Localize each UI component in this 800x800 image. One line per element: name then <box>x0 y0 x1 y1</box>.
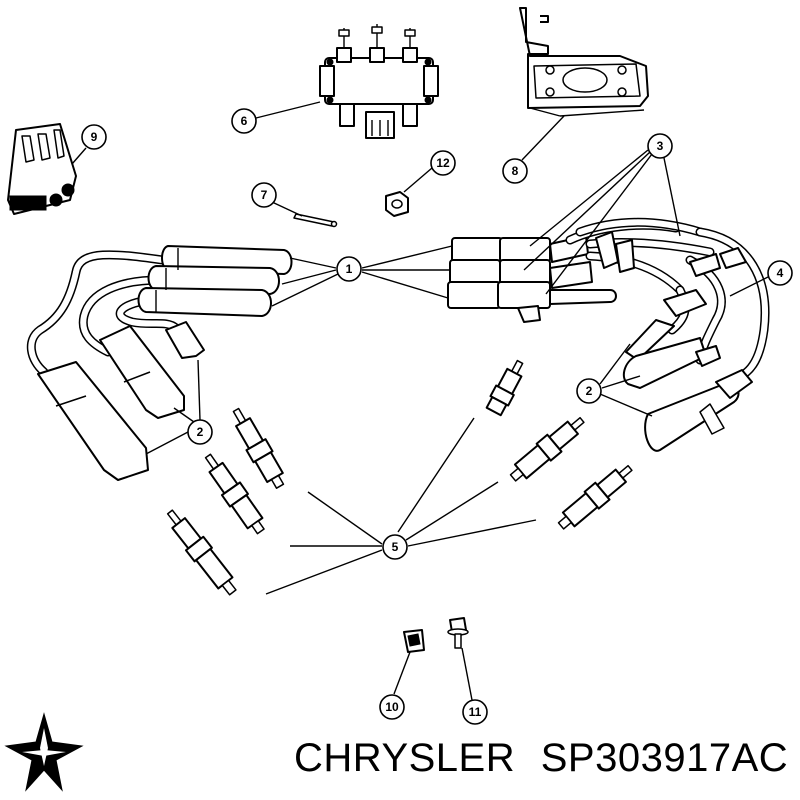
callout-number: 10 <box>385 700 399 714</box>
part-number: SP303917AC <box>540 736 789 780</box>
left-spark-plug-wires <box>26 245 293 481</box>
wire-separator-clip <box>7 123 77 215</box>
callout-number: 9 <box>91 130 98 144</box>
spark-plug <box>204 453 265 535</box>
spark-plug <box>485 359 524 417</box>
hex-nut <box>385 191 409 217</box>
brand-name: CHRYSLER <box>294 736 516 780</box>
callout-number: 6 <box>241 114 248 128</box>
callout-10: 10 <box>379 694 405 720</box>
callout-3: 3 <box>647 133 673 159</box>
callout-number: 11 <box>469 705 482 719</box>
spark-plug <box>509 416 585 482</box>
spark-plug <box>166 509 237 596</box>
callout-12: 12 <box>430 150 456 176</box>
coil-mounting-bracket <box>519 7 649 117</box>
callout-2-right: 2 <box>576 378 602 404</box>
callout-number: 5 <box>392 540 399 554</box>
callout-number: 2 <box>586 384 593 398</box>
callout-6: 6 <box>231 108 257 134</box>
callout-4: 4 <box>767 260 793 286</box>
pentastar-icon <box>4 712 84 792</box>
callout-number: 1 <box>346 262 353 276</box>
mounting-bolt <box>447 617 469 649</box>
callout-1: 1 <box>336 256 362 282</box>
spark-plug-set <box>166 359 633 596</box>
spark-plug <box>557 464 633 530</box>
callout-number: 7 <box>261 188 268 202</box>
spark-plug <box>232 407 285 489</box>
callout-number: 3 <box>657 139 664 153</box>
callout-number: 8 <box>512 164 519 178</box>
center-wire-bundle <box>447 217 715 323</box>
callout-11: 11 <box>462 699 488 725</box>
callout-number: 12 <box>436 156 450 170</box>
wire-clip <box>403 629 425 653</box>
callout-2-left: 2 <box>187 419 213 445</box>
callout-8: 8 <box>502 158 528 184</box>
callout-5: 5 <box>382 534 408 560</box>
callout-7: 7 <box>251 182 277 208</box>
ignition-coil-pack <box>319 24 439 139</box>
right-spark-plug-wires <box>622 227 770 452</box>
callout-9: 9 <box>81 124 107 150</box>
callout-number: 4 <box>777 266 784 280</box>
leader-lines <box>71 101 771 701</box>
retaining-pin <box>293 213 338 228</box>
part-caption: CHRYSLER SP303917AC <box>294 736 794 792</box>
callout-number: 2 <box>197 425 204 439</box>
